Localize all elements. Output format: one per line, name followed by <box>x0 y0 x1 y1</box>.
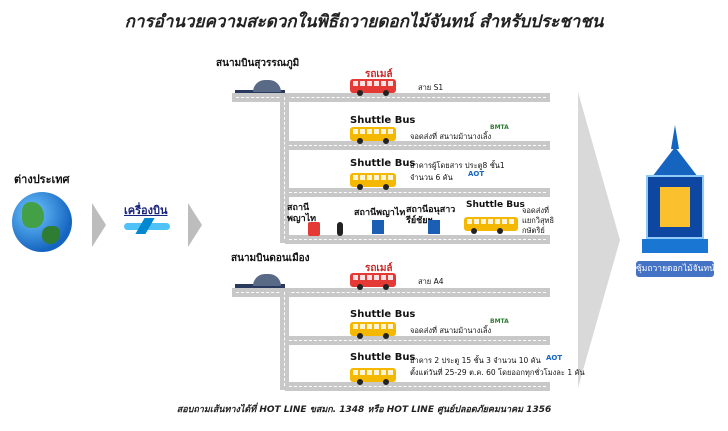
red-bus-icon <box>350 273 396 290</box>
walking-person-icon <box>337 222 343 236</box>
shuttle-bus-icon <box>350 368 396 385</box>
plane-label: เครื่องบิน <box>124 204 168 217</box>
route-vehicle-label: รถเมล์ <box>365 263 393 274</box>
bts-train-icon <box>428 220 440 234</box>
bmta-logo: BMTA <box>490 318 509 325</box>
route-detail: อาคาร 2 ประตู 15 ชั้น 3 จำนวน 10 คัน <box>410 356 541 365</box>
hotline-footer: สอบถามเส้นทางได้ที่ HOT LINE ขสมก. 1348 … <box>176 405 552 415</box>
pavilion-icon <box>640 125 710 257</box>
road <box>280 93 289 243</box>
bts-train-icon <box>372 220 384 234</box>
globe-icon <box>12 192 72 252</box>
aot-logo: AOT <box>546 354 563 362</box>
road <box>285 141 550 150</box>
bmta-logo: BMTA <box>490 124 509 131</box>
road <box>285 188 550 197</box>
arrow-right-icon <box>188 203 202 247</box>
route-vehicle-label: Shuttle Bus <box>466 200 525 210</box>
station-label: สถานีพญาไท <box>354 208 406 218</box>
road <box>232 288 550 297</box>
destination-label: ซุ้มถวายดอกไม้จันทน์ <box>636 261 715 277</box>
road <box>280 288 289 390</box>
route-vehicle-label: Shuttle Bus <box>350 309 416 320</box>
page-title: การอำนวยความสะดวกในพิธีถวายดอกไม้จันทน์ … <box>124 12 604 32</box>
shuttle-bus-icon <box>350 173 396 190</box>
suvarnabhumi-label: สนามบินสุวรรณภูมิ <box>216 58 300 69</box>
shuttle-bus-icon <box>350 127 396 144</box>
terminal-icon <box>235 274 285 290</box>
route-detail: จอดส่งที่ สนามม้านางเลิ้ง <box>410 326 492 335</box>
abroad-label: ต่างประเทศ <box>14 173 70 186</box>
train-icon <box>308 222 320 236</box>
route-detail: จอดส่งที่ สนามม้านางเลิ้ง <box>410 132 492 141</box>
road <box>232 93 550 102</box>
route-vehicle-label: รถเมล์ <box>365 69 393 80</box>
route-vehicle-label: Shuttle Bus <box>350 352 416 363</box>
route-detail: จำนวน 6 คัน <box>410 173 453 182</box>
road <box>285 382 550 391</box>
arrow-right-icon <box>92 203 106 247</box>
route-detail: สาย S1 <box>418 83 444 92</box>
route-detail: จอดส่งที่ แยกวิสุทธิกษัตริย์ <box>522 206 555 235</box>
route-detail: ตั้งแต่วันที่ 25-29 ต.ค. 60 โดยออกทุกชั่… <box>410 368 585 377</box>
big-arrow-icon <box>578 92 620 388</box>
station-label: สถานีพญาไท <box>287 203 317 224</box>
donmueang-label: สนามบินดอนเมือง <box>231 253 310 264</box>
airplane-icon <box>124 218 170 234</box>
route-detail: สาย A4 <box>418 277 444 286</box>
aot-logo: AOT <box>468 170 485 178</box>
route-vehicle-label: Shuttle Bus <box>350 115 416 126</box>
route-detail: อาคารผู้โดยสาร ประตู8 ชั้น1 <box>410 161 505 170</box>
route-vehicle-label: Shuttle Bus <box>350 158 416 169</box>
station-label: สถานีอนุสาวรีย์ชัยฯ <box>406 205 456 226</box>
road <box>285 336 550 345</box>
shuttle-bus-icon <box>464 217 518 234</box>
red-bus-icon <box>350 79 396 96</box>
shuttle-bus-icon <box>350 322 396 339</box>
road <box>285 235 550 244</box>
